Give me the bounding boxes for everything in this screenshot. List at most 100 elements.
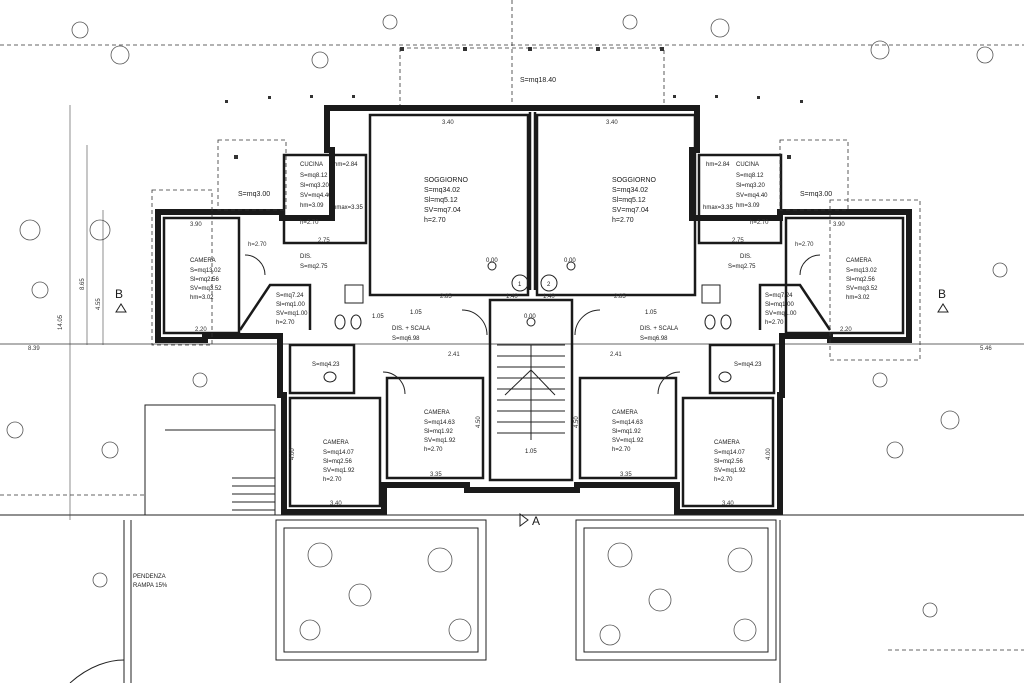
terrace-right-outline: [829, 199, 921, 361]
garden-right-inner: [583, 527, 769, 653]
unit-marker-2-label: 2: [547, 282, 551, 288]
dim-h270-b: h=2.70: [750, 220, 769, 226]
dim-390-right: 3.90: [833, 222, 845, 228]
svg-text:CAMERA: CAMERA: [323, 440, 349, 446]
svg-text:DIS. + SCALA: DIS. + SCALA: [392, 326, 430, 332]
dim-450-right: 4.50: [574, 416, 580, 428]
level-label-4: 1.05: [525, 449, 537, 455]
dim-220-right: 2.20: [840, 327, 852, 333]
svg-text:Sl=mq5.12: Sl=mq5.12: [612, 197, 646, 204]
vegetation: [6, 14, 1008, 646]
svg-text:hm=3.09: hm=3.09: [300, 203, 324, 209]
stair-core-walls: [488, 298, 574, 482]
camera-se-walls: [681, 396, 775, 508]
dim-140-right: 1.40: [543, 294, 555, 300]
garden-left: [275, 519, 487, 661]
camera-east-walls: [784, 216, 905, 335]
ramp-steps: [232, 477, 275, 511]
room-soggiorno-left: SOGGIORNO S=mq34.02 Sl=mq5.12 SV=mq7.04 …: [424, 177, 469, 224]
room-cucina-left: CUCINA hm=2.84 S=mq8.12 Sl=mq3.20 SV=mq4…: [300, 162, 364, 211]
room-bagno-left: S=mq7.24 Sl=mq1.00 SV=mq1.00 h=2.70: [276, 293, 308, 326]
svg-text:S=mq6.98: S=mq6.98: [392, 336, 420, 342]
svg-text:S=mq34.02: S=mq34.02: [612, 187, 648, 194]
ramp-label-1: PENDENZA: [133, 574, 166, 580]
svg-text:S=mq14.63: S=mq14.63: [424, 420, 456, 426]
level-marker-2: [566, 261, 576, 271]
section-b-left-arrow: [115, 303, 127, 313]
svg-text:Sl=mq2.56: Sl=mq2.56: [846, 277, 876, 283]
portico-top-area: S=mq18.40: [520, 77, 556, 84]
door-swings: [244, 254, 821, 395]
svg-text:DIS.: DIS.: [300, 254, 312, 260]
room-cucina-right: CUCINA hm=2.84 S=mq8.12 Sl=mq3.20 SV=mq4…: [703, 162, 768, 211]
dim-275-right: 2.75: [732, 238, 744, 244]
dim-h270-c: h=2.70: [248, 242, 267, 248]
dim-140-left: 1.40: [506, 294, 518, 300]
svg-text:DIS.: DIS.: [740, 254, 752, 260]
svg-text:S=mq8.12: S=mq8.12: [736, 173, 764, 179]
room-wc-right: S=mq4.23: [734, 362, 762, 368]
svg-text:SOGGIORNO: SOGGIORNO: [612, 177, 657, 184]
svg-text:hmax=3.35: hmax=3.35: [333, 205, 364, 211]
stair-treads: [497, 344, 565, 440]
svg-text:Sl=mq1.00: Sl=mq1.00: [765, 302, 795, 308]
unit-marker-2: [540, 274, 558, 292]
svg-text:SV=mq1.92: SV=mq1.92: [612, 438, 644, 444]
dim-vertical-total: 14.05: [58, 314, 64, 330]
level-label-7: 1.05: [372, 314, 384, 320]
svg-text:h=2.70: h=2.70: [424, 217, 446, 224]
svg-text:h=2.70: h=2.70: [276, 320, 295, 326]
ramp-curve: [69, 659, 125, 683]
svg-text:SV=mq1.92: SV=mq1.92: [323, 468, 355, 474]
room-soggiorno-right: SOGGIORNO S=mq34.02 Sl=mq5.12 SV=mq7.04 …: [612, 177, 657, 224]
dim-220-left: 2.20: [195, 327, 207, 333]
dim-400-right: 4.00: [766, 448, 772, 460]
svg-text:Sl=mq1.92: Sl=mq1.92: [612, 429, 642, 435]
dim-400-left: 4.00: [290, 448, 296, 460]
room-camera-west: CAMERA S=mq13.02 Sl=mq2.56 SV=mq3.52 hm=…: [190, 258, 222, 301]
cucina-left-walls: [282, 153, 368, 245]
svg-text:CUCINA: CUCINA: [300, 162, 323, 168]
bagno-left-walls: [238, 283, 312, 331]
svg-text:h=2.70: h=2.70: [323, 477, 342, 483]
section-a-label: A: [532, 514, 540, 528]
svg-text:S=mq6.98: S=mq6.98: [640, 336, 668, 342]
dim-335-right: 3.35: [620, 472, 632, 478]
room-camera-cr: CAMERA S=mq14.63 Sl=mq1.92 SV=mq1.92 h=2…: [612, 410, 644, 453]
dim-right-axis: 5.46: [980, 346, 992, 352]
dim-450-left: 4.50: [476, 416, 482, 428]
level-label-5: 1.05: [410, 310, 422, 316]
svg-text:h=2.70: h=2.70: [714, 477, 733, 483]
soggiorno-right-walls: [535, 113, 697, 297]
svg-text:h=2.70: h=2.70: [424, 447, 443, 453]
svg-text:SV=mq1.00: SV=mq1.00: [765, 311, 797, 317]
unit-marker-1-label: 1: [518, 282, 522, 288]
svg-text:SV=mq3.52: SV=mq3.52: [846, 286, 878, 292]
portico-left-outline: [217, 139, 287, 211]
svg-text:hm=3.09: hm=3.09: [736, 203, 760, 209]
camera-sw-walls: [288, 396, 382, 508]
dim-top-left: 3.40: [442, 120, 454, 126]
dim-340-right: 3.40: [722, 501, 734, 507]
dim-h270-a: h=2.70: [300, 220, 319, 226]
room-dis-left: DIS. S=mq2.75: [300, 254, 328, 270]
svg-text:S=mq7.24: S=mq7.24: [276, 293, 304, 299]
svg-text:Sl=mq2.56: Sl=mq2.56: [190, 277, 220, 283]
unit-marker-1: [511, 274, 529, 292]
svg-text:S=mq14.07: S=mq14.07: [714, 450, 746, 456]
portico-right-area: S=mq3.00: [800, 191, 832, 198]
dim-vertical-mid: 8.65: [80, 278, 86, 290]
dim-h270-d: h=2.70: [795, 242, 814, 248]
cucina-right-walls: [697, 153, 783, 245]
svg-text:hm=2.84: hm=2.84: [334, 162, 358, 168]
ramp-label-2: RAMPA 15%: [133, 583, 168, 589]
svg-text:S=mq14.07: S=mq14.07: [323, 450, 355, 456]
wc-right-walls: [708, 343, 776, 395]
garage-block: [144, 404, 276, 516]
room-camera-cl: CAMERA S=mq14.63 Sl=mq1.92 SV=mq1.92 h=2…: [424, 410, 456, 453]
garden-left-inner: [283, 527, 479, 653]
soggiorno-left-walls: [368, 113, 530, 297]
svg-text:Sl=mq1.92: Sl=mq1.92: [424, 429, 454, 435]
svg-text:SV=mq4.40: SV=mq4.40: [736, 193, 768, 199]
svg-text:Sl=mq3.20: Sl=mq3.20: [300, 183, 330, 189]
